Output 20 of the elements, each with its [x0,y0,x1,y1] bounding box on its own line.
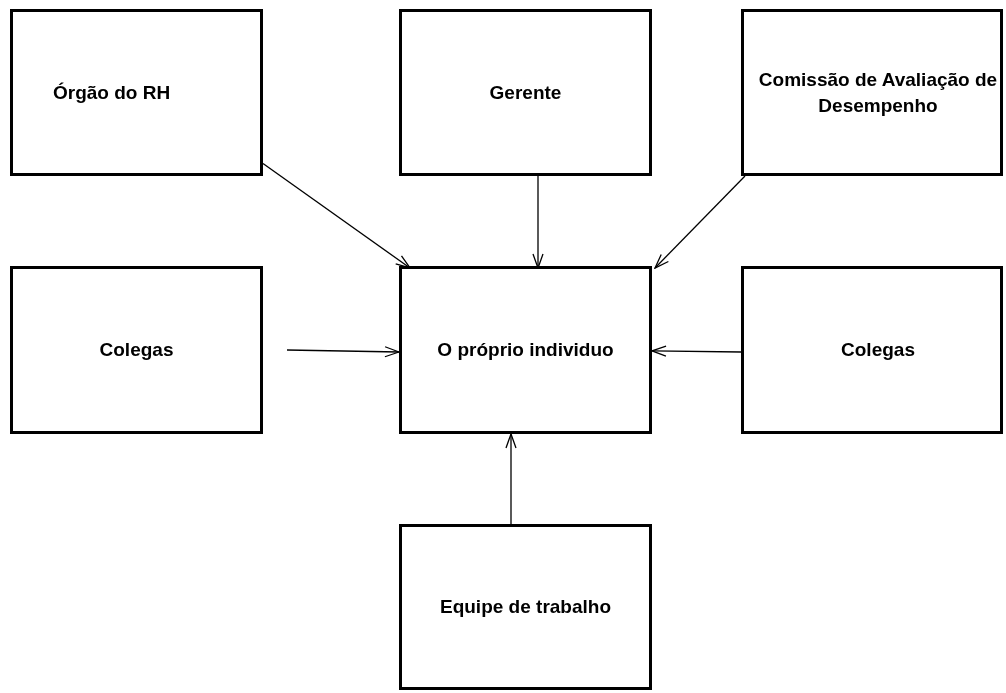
arrow [651,345,742,357]
node-label: O próprio individuo [437,338,614,363]
node-label: Equipe de trabalho [440,595,611,620]
process-box [399,266,652,434]
arrow [654,175,746,269]
arrow [286,346,400,358]
node-label: Gerente [489,80,562,105]
arrow [532,175,544,269]
process-box [10,266,263,434]
process-box [741,9,1003,176]
process-box [10,9,263,176]
node-label: Colegas [99,338,174,363]
node-label: Comissão de Avaliação de Desempenho [757,67,999,118]
node-label: Órgão do RH [53,80,171,105]
arrow [505,433,517,525]
process-box [399,9,652,176]
arrow [262,162,411,269]
process-box [741,266,1003,434]
process-box [399,524,652,690]
node-label: Colegas [841,338,915,363]
